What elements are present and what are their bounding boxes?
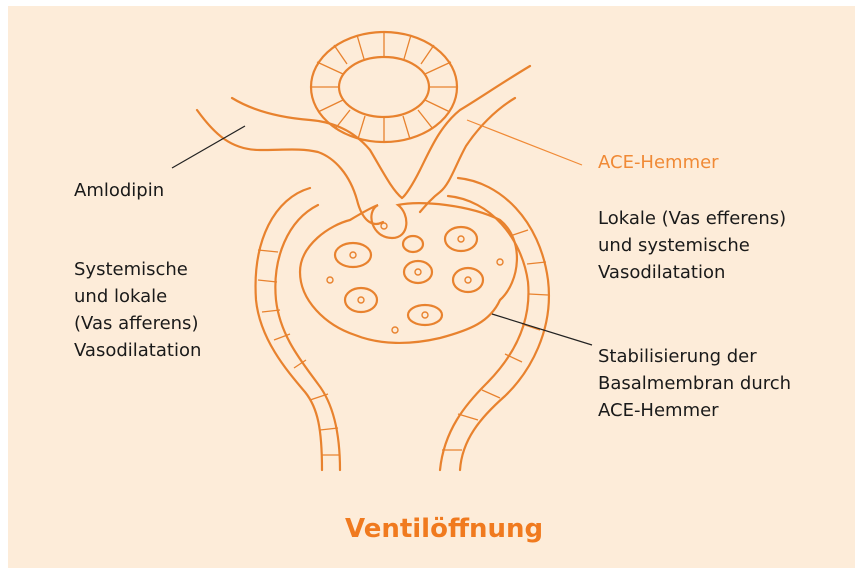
local-right-line: Lokale (Vas efferens) — [598, 205, 786, 232]
ace-leader — [467, 120, 582, 165]
systemic-left-label: Systemische und lokale (Vas afferens) Va… — [74, 256, 201, 364]
stabil-label: Stabilisierung der Basalmembran durch AC… — [598, 343, 791, 424]
figure-title: Ventilöffnung — [345, 514, 543, 544]
stabil-line: ACE-Hemmer — [598, 397, 791, 424]
local-right-line: und systemische — [598, 232, 786, 259]
systemic-left-line: (Vas afferens) — [74, 310, 201, 337]
systemic-left-line: Vasodilatation — [74, 337, 201, 364]
stabil-line: Stabilisierung der — [598, 343, 791, 370]
amlodipin-leader — [172, 126, 245, 168]
ace-hemmer-label: ACE-Hemmer — [598, 149, 719, 176]
capillary-tuft — [300, 203, 517, 343]
local-right-line: Vasodilatation — [598, 259, 786, 286]
amlodipin-label: Amlodipin — [74, 177, 164, 204]
systemic-left-line: Systemische — [74, 256, 201, 283]
systemic-left-line: und lokale — [74, 283, 201, 310]
stabil-line: Basalmembran durch — [598, 370, 791, 397]
bowman-capsule — [256, 178, 549, 470]
local-right-label: Lokale (Vas efferens) und systemische Va… — [598, 205, 786, 286]
efferent-arteriole — [402, 66, 530, 212]
